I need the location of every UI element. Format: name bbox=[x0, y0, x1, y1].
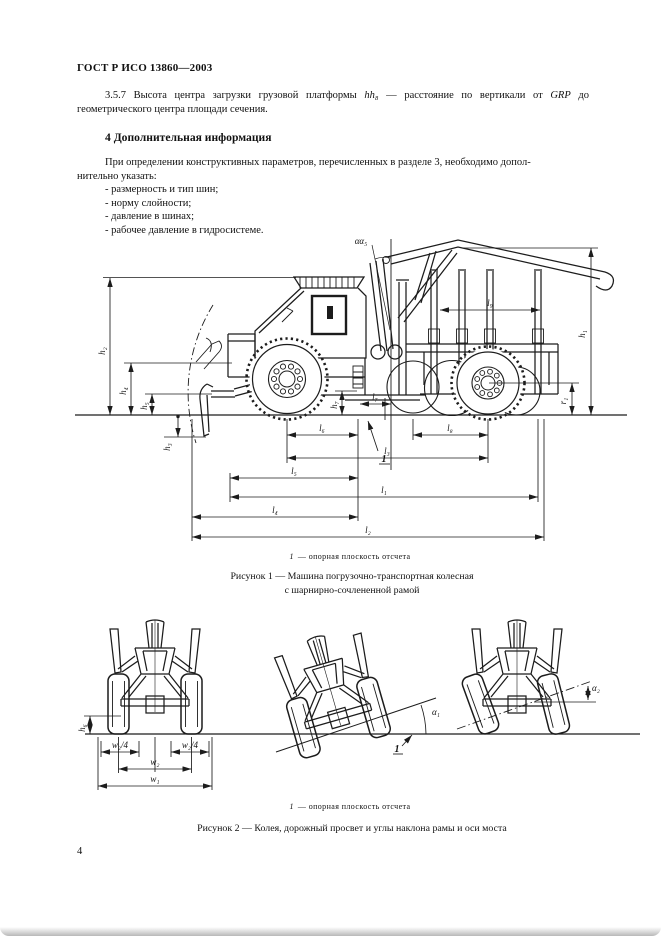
dim-label-h4: h₄ bbox=[118, 387, 128, 395]
wheel-nuts bbox=[270, 363, 304, 395]
section-4-intro-line2: нительно указать: bbox=[77, 170, 157, 182]
figure2-note-ref: 1 bbox=[289, 802, 294, 811]
dim-label-w2-4-left: w₂/4 bbox=[112, 740, 129, 750]
dim-label-l1: l₁ bbox=[381, 485, 387, 495]
figure1-note-ref: 1 bbox=[289, 552, 294, 561]
tilted-axle-line bbox=[456, 680, 593, 730]
ref-plane-callout-1: 1 bbox=[382, 454, 387, 465]
figure1-caption-line1: Рисунок 1 — Машина погрузочно-транспортн… bbox=[230, 571, 474, 582]
clause-text-1: 3.5.7 Высота центра загрузки грузовой пл… bbox=[105, 90, 365, 101]
figure2-machine-b bbox=[271, 623, 393, 761]
figure2-note: 1— опорная плоскость отсчета bbox=[140, 800, 560, 814]
dim-label-l9: l₉ bbox=[487, 298, 493, 308]
page-number: 4 bbox=[77, 846, 83, 857]
requirements-list: - размерность и тип шин; - норму слойнос… bbox=[105, 183, 264, 237]
ref-plane-callout-2: 1 bbox=[395, 744, 400, 755]
list-item: - давление в шинах; bbox=[105, 211, 195, 223]
crane-boom bbox=[369, 239, 615, 470]
list-item: - рабочее давление в гидросистеме. bbox=[105, 224, 264, 236]
figure1-drawing: h₂ h₄ h₅ h₃ h₇ r₁ h₁ l₇ αα₅ l₉ l₆ l₈ l₃ … bbox=[75, 236, 627, 541]
dim-label-l6: l₆ bbox=[319, 423, 325, 433]
tilted-base-line bbox=[275, 697, 437, 753]
dim-label-w2: w₂ bbox=[150, 757, 159, 767]
blade-raised-phantom bbox=[195, 337, 222, 370]
dim-label-l8: l₈ bbox=[447, 423, 453, 433]
page-header: ГОСТ Р ИСО 13860—2003 bbox=[77, 62, 213, 74]
symbol-hh8: hh₈ bbox=[364, 90, 379, 101]
figure1-note: 1— опорная плоскость отсчета bbox=[140, 550, 560, 564]
cab-seat bbox=[327, 306, 333, 319]
dim-label-h1: h₁ bbox=[577, 330, 587, 338]
figure1-caption: Рисунок 1 — Машина погрузочно-транспортн… bbox=[82, 570, 622, 597]
scan-shadow-bottom bbox=[0, 927, 661, 936]
dim-label-h7: h₇ bbox=[329, 401, 339, 409]
dim-label-w1: w₁ bbox=[150, 774, 159, 784]
dim-label-w2-4-right: w₂/4 bbox=[182, 740, 199, 750]
clause-text-2: — расстояние по вертикали от bbox=[378, 90, 551, 101]
figure2-drawing: h₆ w₂/4 w₂/4 w₂ w₁ α₁ α₂ 1 bbox=[77, 619, 640, 790]
dim-label-alpha2: α₂ bbox=[592, 683, 600, 693]
list-item: - норму слойности; bbox=[105, 197, 192, 209]
dim-label-h5: h₅ bbox=[139, 402, 149, 410]
section-4-intro-line1: При определении конструктивных параметро… bbox=[105, 157, 531, 168]
dim-label-h2: h₂ bbox=[97, 347, 107, 355]
dim-label-h6: h₆ bbox=[77, 724, 87, 732]
alpha1-arc bbox=[420, 704, 427, 735]
figure2-machine-a bbox=[107, 619, 203, 735]
list-item: - размерность и тип шин; bbox=[105, 184, 219, 195]
clause-text-3: до геометрического центра площади сечени… bbox=[77, 90, 589, 115]
front-wheel bbox=[245, 337, 329, 421]
dim-label-r1: r₁ bbox=[558, 398, 568, 405]
wheel-nuts bbox=[474, 368, 503, 398]
symbol-grp: GRP bbox=[550, 90, 571, 101]
figure2-caption: Рисунок 2 — Колея, дорожный просвет и уг… bbox=[197, 823, 507, 834]
clause-3-5-7: 3.5.7 Высота центра загрузки грузовой пл… bbox=[77, 89, 589, 116]
figure1-dimensions bbox=[75, 247, 627, 541]
dim-label-l5: l₅ bbox=[291, 466, 297, 476]
front-blade bbox=[199, 383, 214, 437]
section-4-title: 4 Дополнительная информация bbox=[105, 131, 272, 144]
dim-label-l3: l₃ bbox=[384, 446, 390, 456]
figure2-machine-c bbox=[459, 619, 572, 737]
dim-label-h3: h₃ bbox=[162, 443, 172, 451]
dim-label-l2: l₂ bbox=[365, 525, 371, 535]
dim-label-aa5: αα₅ bbox=[355, 236, 368, 246]
dim-label-l7: l₇ bbox=[372, 392, 378, 402]
figure2-dimensions bbox=[84, 680, 640, 790]
figure1-caption-line2: с шарнирно-сочлененной рамой bbox=[284, 584, 420, 596]
figure1-note-text: — опорная плоскость отсчета bbox=[297, 552, 411, 561]
figure2-note-text: — опорная плоскость отсчета bbox=[297, 802, 411, 811]
dim-label-l4: l₄ bbox=[272, 505, 278, 515]
dim-label-alpha1: α₁ bbox=[432, 707, 440, 717]
